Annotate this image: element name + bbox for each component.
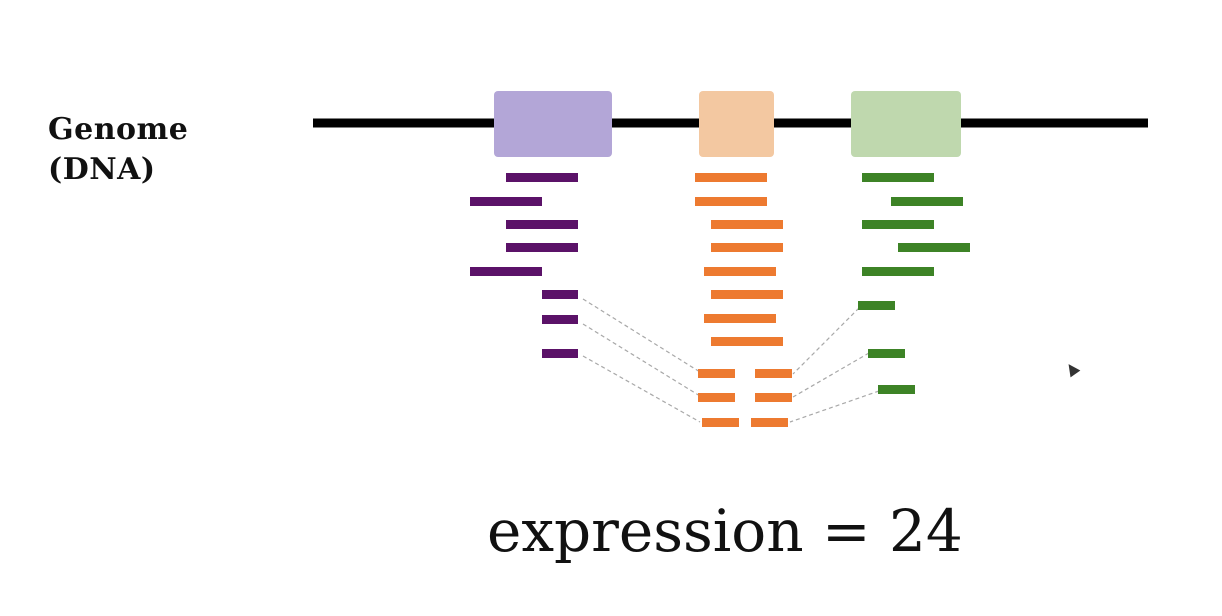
read-bar bbox=[711, 337, 783, 346]
read-bar bbox=[695, 173, 767, 182]
read-bar bbox=[755, 393, 792, 402]
connector-line bbox=[582, 355, 701, 423]
read-bar bbox=[470, 267, 542, 276]
read-bar bbox=[862, 220, 934, 229]
read-bar bbox=[704, 314, 776, 323]
read-bar bbox=[542, 315, 578, 324]
read-bar bbox=[898, 243, 970, 252]
genome-label: Genome (DNA) bbox=[48, 110, 188, 190]
read-bar bbox=[862, 173, 934, 182]
expression-value: expression = 24 bbox=[487, 497, 963, 565]
connector-line bbox=[582, 298, 701, 373]
genome-label-line1: Genome bbox=[48, 112, 189, 147]
connector-line bbox=[789, 390, 880, 423]
junction-connectors bbox=[582, 298, 880, 423]
exon-2-reads bbox=[695, 173, 792, 427]
read-bar bbox=[711, 290, 783, 299]
read-bar bbox=[470, 197, 542, 206]
exon-2-box bbox=[699, 91, 774, 157]
read-bar bbox=[506, 173, 578, 182]
read-bar bbox=[702, 418, 739, 427]
read-bar bbox=[878, 385, 915, 394]
exon-1-box bbox=[494, 91, 612, 157]
exon-3-reads bbox=[858, 173, 970, 394]
connector-line bbox=[582, 323, 701, 397]
read-bar bbox=[542, 349, 578, 358]
read-bar bbox=[711, 220, 783, 229]
connector-line bbox=[792, 352, 870, 398]
genome-label-line2: (DNA) bbox=[48, 152, 156, 187]
read-bar bbox=[695, 197, 767, 206]
read-bar bbox=[862, 267, 934, 276]
read-bar bbox=[698, 393, 735, 402]
read-bar bbox=[755, 369, 792, 378]
read-bar bbox=[506, 243, 578, 252]
read-bar bbox=[891, 197, 963, 206]
exon-1-reads bbox=[470, 173, 578, 358]
read-bar bbox=[704, 267, 776, 276]
exon-3-box bbox=[851, 91, 961, 157]
read-bar bbox=[868, 349, 905, 358]
read-bar bbox=[858, 301, 895, 310]
read-bar bbox=[698, 369, 735, 378]
connector-line bbox=[792, 307, 860, 375]
read-bar bbox=[542, 290, 578, 299]
read-bar bbox=[751, 418, 788, 427]
read-bar bbox=[506, 220, 578, 229]
read-bar bbox=[711, 243, 783, 252]
